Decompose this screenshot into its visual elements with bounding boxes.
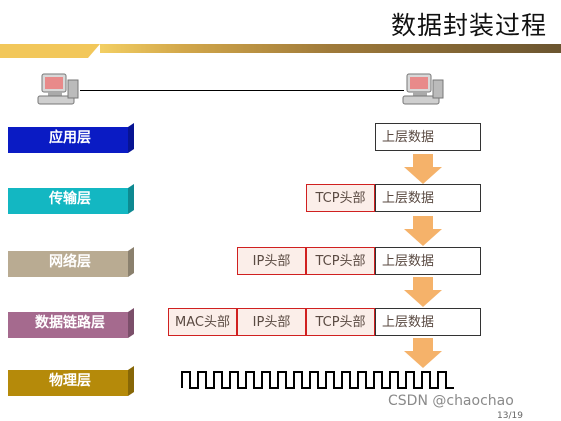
down-arrow-icon — [404, 277, 442, 307]
network-link-line — [80, 90, 404, 91]
down-arrow-icon — [404, 216, 442, 246]
computer-icon — [402, 73, 444, 105]
down-arrow-icon — [404, 338, 442, 368]
upper-data-block: 上层数据 — [375, 308, 481, 336]
layer-transport: 传输层 — [8, 184, 134, 214]
page-number: 13/19 — [497, 411, 523, 421]
layer-label: 数据链路层 — [35, 315, 105, 331]
tcp-header-block: TCP头部 — [306, 184, 375, 212]
layer-physical: 物理层 — [8, 366, 134, 396]
layer-label: 应用层 — [49, 130, 91, 146]
tcp-header-block: TCP头部 — [306, 247, 375, 275]
upper-data-block: 上层数据 — [375, 123, 481, 151]
ip-header-block: IP头部 — [237, 247, 306, 275]
upper-data-block: 上层数据 — [375, 247, 481, 275]
bitstream-signal — [181, 371, 454, 389]
layer-network: 网络层 — [8, 247, 134, 277]
page-title: 数据封装过程 — [390, 11, 547, 40]
computer-icon — [37, 73, 79, 105]
layer-data-link: 数据链路层 — [8, 308, 134, 338]
ip-header-block: IP头部 — [237, 308, 306, 336]
layer-label: 网络层 — [49, 254, 91, 270]
tcp-header-block: TCP头部 — [306, 308, 375, 336]
upper-data-block: 上层数据 — [375, 184, 481, 212]
mac-header-block: MAC头部 — [168, 308, 237, 336]
layer-label: 传输层 — [49, 191, 91, 207]
title-bar — [0, 44, 561, 58]
watermark: CSDN @chaochao ￼ — [388, 393, 519, 409]
layer-label: 物理层 — [49, 373, 91, 389]
down-arrow-icon — [404, 154, 442, 184]
layer-application: 应用层 — [8, 123, 134, 153]
